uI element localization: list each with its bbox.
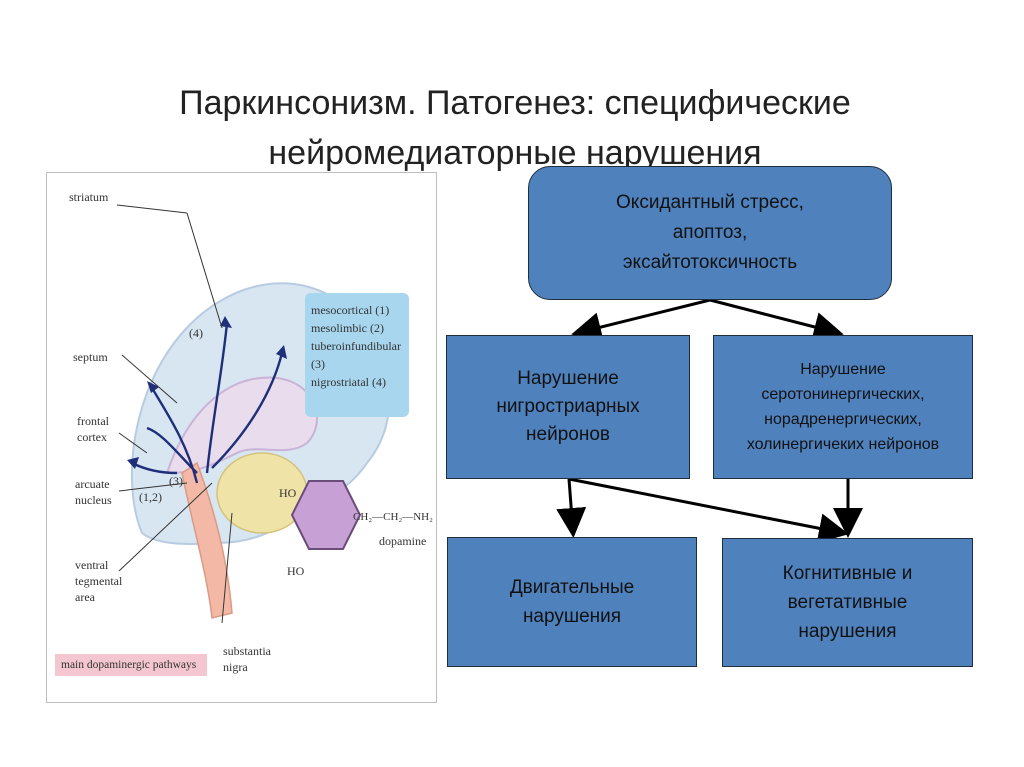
box-cognitive-autonomic-disorders: Когнитивные и вегетативные нарушения (722, 538, 973, 667)
box-motor-disorders-text: Двигательные нарушения (509, 577, 635, 627)
label-septum: septum (73, 350, 108, 364)
dopamine-ho-top: HO (279, 486, 297, 500)
figure-caption: main dopaminergic pathways (55, 654, 207, 676)
arrow-top-to-right (709, 298, 844, 342)
box-other-neuron-disorder: Нарушение серотонинергических, норадрене… (713, 335, 973, 479)
pathways-legend: mesocortical (1) mesolimbic (2) tuberoin… (305, 293, 409, 417)
label-striatum: striatum (69, 190, 109, 204)
box-nigrostriatal-disorder-text: Нарушение нигростриарных нейронов (496, 368, 640, 445)
dopamine-ho-bottom: HO (287, 564, 305, 578)
label-pathway-12: (1,2) (139, 490, 162, 504)
label-arcuate-nucleus: arcuate nucleus (75, 477, 112, 507)
slide-title: Паркинсонизм. Патогенез: специфические н… (179, 84, 851, 172)
dopamine-name: dopamine (379, 534, 427, 548)
box-other-neuron-disorder-text: Нарушение серотонинергических, норадрене… (746, 361, 940, 453)
label-ventral-tegmental-area: ventral tegmental area (75, 558, 123, 604)
label-substantia-nigra: substantia nigra (223, 644, 271, 674)
label-pathway-3: (3) (169, 474, 183, 488)
box-motor-disorders: Двигательные нарушения (447, 537, 697, 667)
arrow-left-to-bottom-right (568, 477, 849, 544)
dopamine-chain: CH₂—CH₂—NH₂ (353, 511, 433, 523)
box-cognitive-autonomic-disorders-text: Когнитивные и вегетативные нарушения (782, 563, 913, 642)
legend-item-tuberoinfundibular: tuberoinfundibular (3) (311, 339, 401, 371)
legend-item-nigrostriatal: nigrostriatal (4) (311, 375, 386, 389)
label-frontal-cortex: frontal cortex (77, 414, 109, 444)
brain-figure: striatum septum frontal cortex arcuate n… (46, 172, 437, 703)
legend-item-mesocortical: mesocortical (1) (311, 303, 390, 317)
label-pathway-4: (4) (189, 326, 203, 340)
box-nigrostriatal-disorder: Нарушение нигростриарных нейронов (446, 335, 690, 479)
box-oxidative-stress: Оксидантный стресс, апоптоз, эксайтотокс… (528, 166, 892, 300)
box-oxidative-stress-text: Оксидантный стресс, апоптоз, эксайтотокс… (616, 192, 804, 273)
arrow-top-to-left (571, 298, 711, 342)
legend-item-mesolimbic: mesolimbic (2) (311, 321, 384, 335)
arrow-left-to-bottom-left (556, 478, 587, 538)
